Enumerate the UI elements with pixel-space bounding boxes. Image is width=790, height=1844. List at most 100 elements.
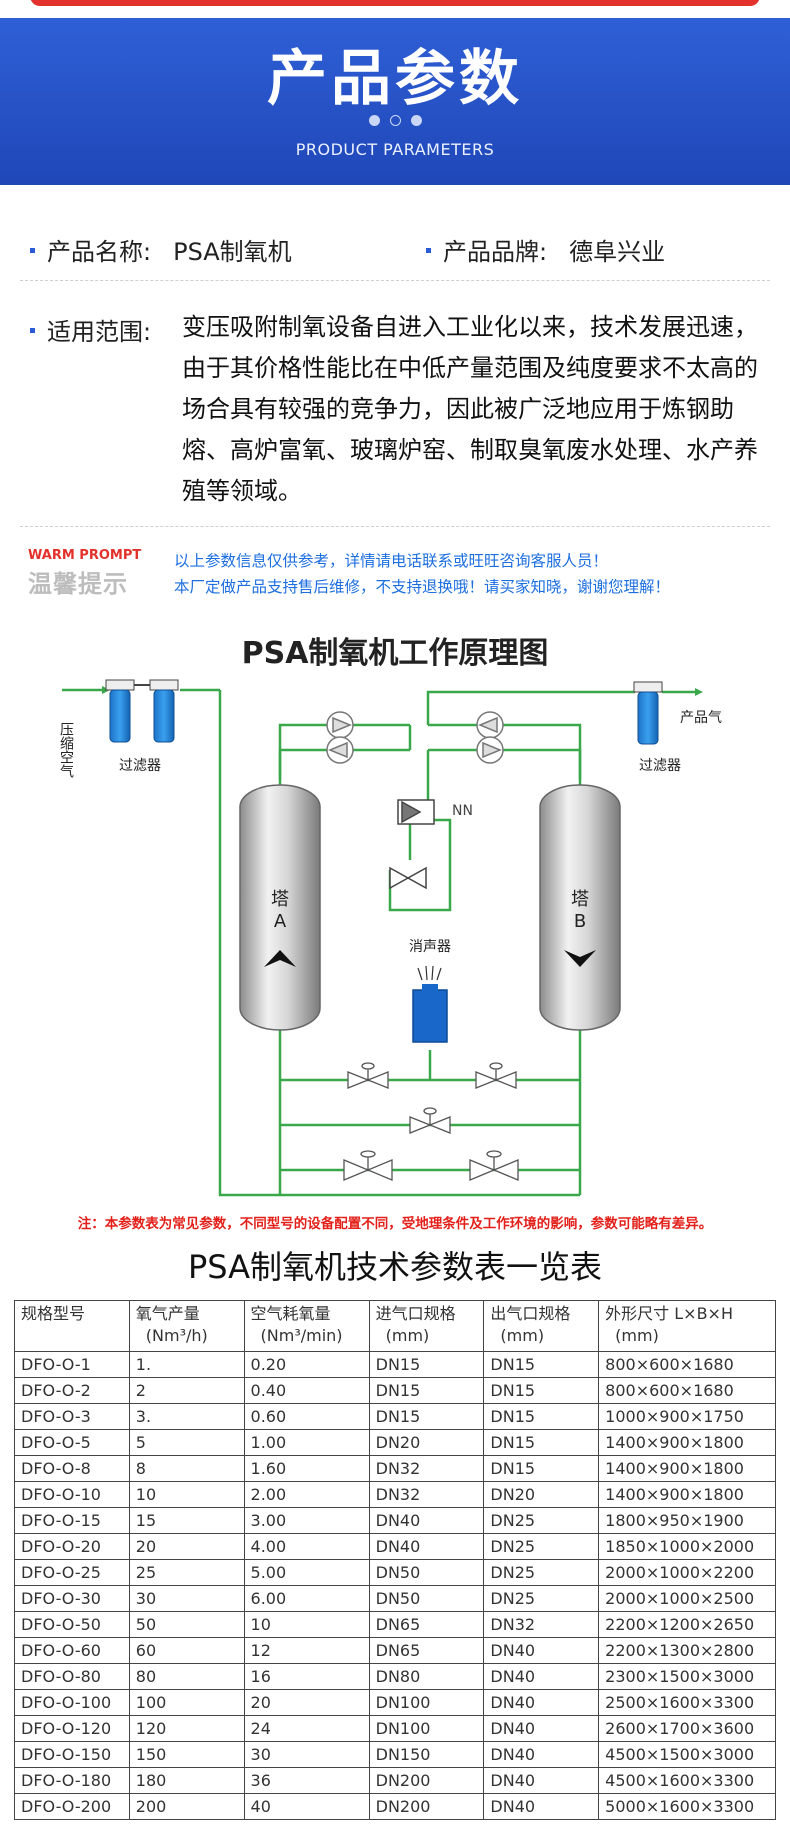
table-cell: DN40 — [483, 1715, 600, 1742]
table-cell: DFO-O-15 — [14, 1507, 130, 1534]
table-header-row: 规格型号氧气产量(Nm³/h)空气耗氧量(Nm³/min)进气口规格(mm)出气… — [14, 1300, 776, 1352]
table-cell: 20 — [243, 1689, 370, 1716]
table-cell: DN50 — [368, 1559, 485, 1586]
table-cell: 1800×950×1900 — [598, 1507, 776, 1534]
table-cell: 10 — [128, 1481, 245, 1508]
scope-label: 适用范围: — [47, 318, 152, 346]
table-cell: 1400×900×1800 — [598, 1429, 776, 1456]
table-cell: DN25 — [483, 1533, 600, 1560]
table-cell: 0.60 — [243, 1403, 370, 1430]
dot-icon — [410, 115, 422, 126]
table-cell: DN40 — [483, 1637, 600, 1664]
dot-hollow-icon — [389, 115, 401, 126]
table-cell: 30 — [243, 1741, 370, 1768]
table-cell: DFO-O-2 — [14, 1377, 130, 1404]
table-cell: DN15 — [483, 1377, 600, 1404]
top-red-bar — [30, 0, 760, 6]
table-cell: DN80 — [368, 1663, 485, 1690]
table-cell: DN15 — [483, 1429, 600, 1456]
header-unit: (mm) — [385, 1326, 430, 1345]
table-header-cell: 进气口规格(mm) — [368, 1300, 485, 1352]
table-cell: DN25 — [483, 1585, 600, 1612]
bullet-icon — [426, 247, 431, 253]
table-cell: 80 — [128, 1663, 245, 1690]
table-cell: 200 — [128, 1793, 245, 1820]
table-cell: 10 — [243, 1611, 370, 1638]
table-cell: 3.00 — [243, 1507, 370, 1534]
table-cell: 5000×1600×3300 — [598, 1793, 776, 1820]
table-cell: DN150 — [368, 1741, 485, 1768]
table-cell: DN40 — [483, 1767, 600, 1794]
filter-right-label: 过滤器 — [639, 758, 681, 774]
product-brand-label: 产品品牌: — [443, 238, 548, 266]
table-cell: DN200 — [368, 1767, 485, 1794]
table-cell: DFO-O-30 — [14, 1585, 130, 1612]
psa-principle-diagram: NN 塔 A 塔 B 消声器 — [58, 679, 722, 1197]
table-cell: 2000×1000×2200 — [598, 1559, 776, 1586]
table-note: 注：本参数表为常见参数，不同型号的设备配置不同，受地理条件及工作环境的影响，参数… — [77, 1216, 713, 1232]
warm-prompt-text: 以上参数信息仅供参考，详情请电话联系或旺旺咨询客服人员！ 本厂定做产品支持售后维… — [174, 548, 670, 600]
header-banner: 产品参数 PRODUCT PARAMETERS — [0, 18, 790, 185]
tower-a: 塔 A — [239, 784, 321, 1031]
header-name: 规格型号 — [21, 1304, 86, 1323]
table-cell: DN40 — [483, 1663, 600, 1690]
table-cell: 3. — [128, 1403, 245, 1430]
table-cell: DN40 — [368, 1507, 485, 1534]
up-arrow-icon — [264, 950, 296, 967]
table-cell: DN40 — [483, 1689, 600, 1716]
header-name: 外形尺寸 L×B×H — [605, 1304, 733, 1323]
table-cell: DFO-O-150 — [14, 1741, 130, 1768]
table-cell: DFO-O-200 — [14, 1793, 130, 1820]
compressed-air-label: 压缩空气 — [58, 722, 74, 778]
table-cell: DN40 — [368, 1533, 485, 1560]
table-cell: 30 — [128, 1585, 245, 1612]
table-cell: 1.00 — [243, 1429, 370, 1456]
table-cell: 2600×1700×3600 — [598, 1715, 776, 1742]
down-arrow-icon — [564, 950, 596, 967]
table-cell: DFO-O-10 — [14, 1481, 130, 1508]
table-cell: DN100 — [368, 1715, 485, 1742]
table-cell: 25 — [128, 1559, 245, 1586]
product-name-value: PSA制氧机 — [173, 238, 292, 266]
table-cell: DN32 — [368, 1481, 485, 1508]
outlet-filter — [633, 681, 663, 745]
check-valves — [326, 711, 504, 764]
header-name: 氧气产量 — [135, 1304, 200, 1323]
table-cell: DN32 — [368, 1455, 485, 1482]
table-cell: DN15 — [368, 1377, 485, 1404]
table-cell: DN15 — [483, 1403, 600, 1430]
table-title: PSA制氧机技术参数表一览表 — [187, 1248, 603, 1286]
table-cell: DN32 — [483, 1611, 600, 1638]
table-header-cell: 氧气产量(Nm³/h) — [128, 1300, 245, 1352]
table-cell: 2500×1600×3300 — [598, 1689, 776, 1716]
table-cell: 0.20 — [243, 1351, 370, 1378]
table-cell: 180 — [128, 1767, 245, 1794]
tower-b: 塔 B — [539, 784, 621, 1031]
product-name-field: 产品名称:PSA制氧机 — [30, 232, 292, 267]
table-cell: 15 — [128, 1507, 245, 1534]
table-cell: DFO-O-8 — [14, 1455, 130, 1482]
table-cell: DN15 — [368, 1403, 485, 1430]
table-cell: 12 — [243, 1637, 370, 1664]
table-cell: DN50 — [368, 1585, 485, 1612]
inlet-filters — [105, 679, 179, 743]
table-cell: DFO-O-25 — [14, 1559, 130, 1586]
table-cell: 5.00 — [243, 1559, 370, 1586]
table-cell: 1850×1000×2000 — [598, 1533, 776, 1560]
table-header-cell: 外形尺寸 L×B×H(mm) — [598, 1300, 776, 1352]
regulator-valve — [389, 799, 435, 890]
table-cell: 2.00 — [243, 1481, 370, 1508]
pipes — [62, 686, 703, 1197]
warm-prompt-logo: WARM PROMPT 温馨提示 — [28, 548, 158, 599]
header-dots — [0, 115, 790, 129]
